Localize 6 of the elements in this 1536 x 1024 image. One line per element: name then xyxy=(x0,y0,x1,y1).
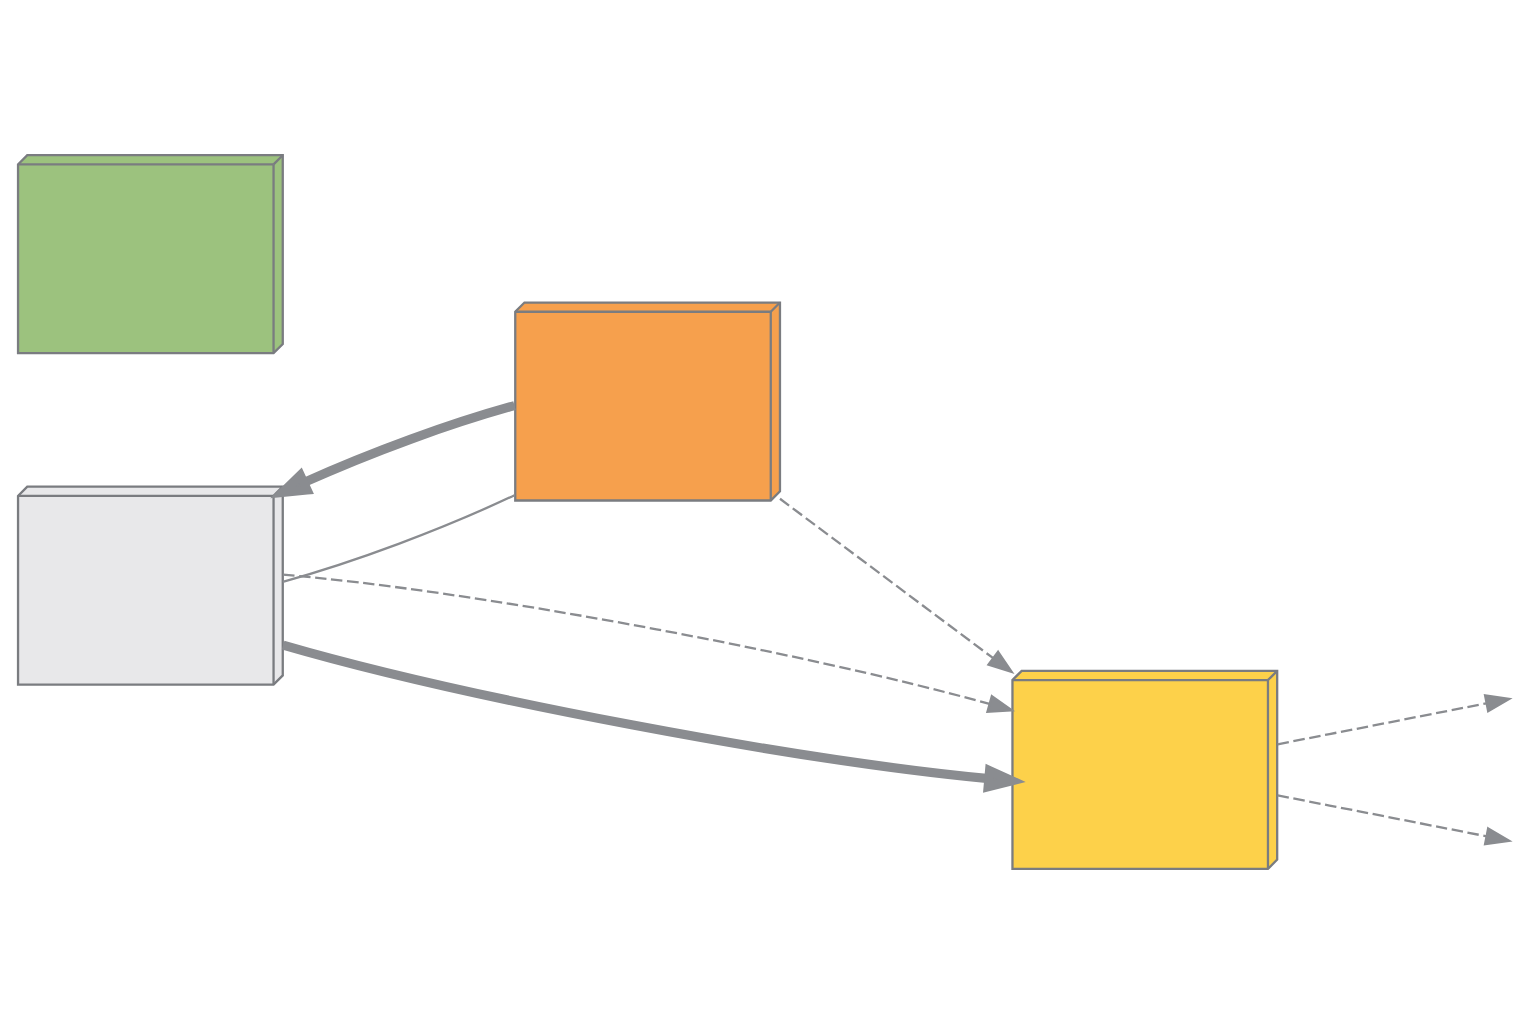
connector xyxy=(282,494,515,583)
arrow xyxy=(283,573,1016,713)
arrow xyxy=(1277,694,1513,746)
arrow xyxy=(1277,794,1513,846)
arrow xyxy=(281,640,1026,793)
arrow xyxy=(779,497,1015,675)
